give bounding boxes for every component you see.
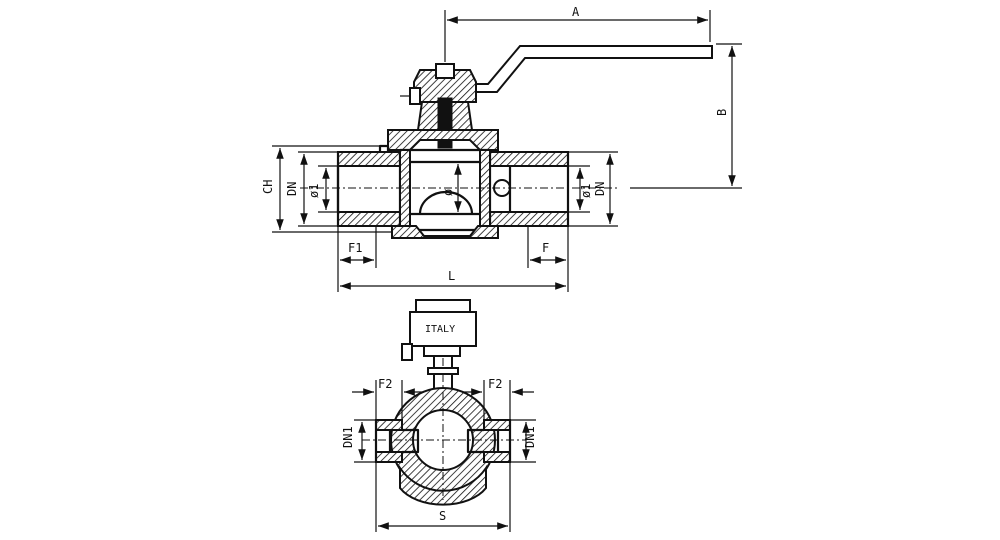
label-dn-left: DN bbox=[285, 182, 299, 196]
dim-phi1-right: ø1 bbox=[568, 165, 593, 213]
dim-dn1-right: DN1 bbox=[510, 419, 537, 463]
dim-phi1-left: ø1 bbox=[307, 165, 338, 213]
dim-l: L bbox=[340, 269, 566, 290]
dim-f: F bbox=[527, 226, 569, 292]
left-end bbox=[336, 151, 401, 227]
lever-handle bbox=[461, 45, 713, 93]
section-view: A B CH DN ø1 bbox=[261, 5, 742, 292]
dim-s: S bbox=[375, 462, 511, 532]
ball-body bbox=[391, 148, 499, 239]
dim-f2-left: F2 bbox=[352, 377, 424, 420]
label-s: S bbox=[439, 509, 446, 523]
label-italy: ITALY bbox=[425, 324, 455, 335]
dim-f2-right: F2 bbox=[462, 377, 534, 420]
dim-a: A bbox=[444, 5, 711, 62]
dim-dn1-left: DN1 bbox=[341, 419, 376, 463]
dim-phi-ball: ø bbox=[441, 164, 462, 212]
dim-dn-left: DN bbox=[285, 151, 338, 227]
label-a: A bbox=[572, 5, 580, 19]
label-dn1-left: DN1 bbox=[341, 426, 355, 448]
branch-left bbox=[374, 419, 420, 463]
dim-f1: F1 bbox=[337, 226, 377, 292]
label-f2-right: F2 bbox=[488, 377, 502, 391]
dim-b: B bbox=[630, 43, 742, 189]
label-phi1-right: ø1 bbox=[579, 184, 593, 198]
branch-right bbox=[466, 419, 512, 463]
label-f: F bbox=[542, 241, 549, 255]
label-f1: F1 bbox=[348, 241, 362, 255]
label-f2-left: F2 bbox=[378, 377, 392, 391]
dim-ch: CH bbox=[261, 145, 392, 233]
right-end bbox=[489, 151, 570, 227]
label-phi: ø bbox=[441, 189, 455, 196]
label-b: B bbox=[715, 109, 729, 116]
branch-view: ITALY bbox=[341, 299, 537, 532]
label-l: L bbox=[448, 269, 455, 283]
dim-dn-right: DN bbox=[568, 151, 618, 227]
label-ch: CH bbox=[261, 180, 275, 194]
label-dn-right: DN bbox=[593, 182, 607, 196]
handle-cap: ITALY bbox=[401, 299, 477, 392]
label-dn1-right: DN1 bbox=[523, 426, 537, 448]
label-phi1-left: ø1 bbox=[307, 184, 321, 198]
